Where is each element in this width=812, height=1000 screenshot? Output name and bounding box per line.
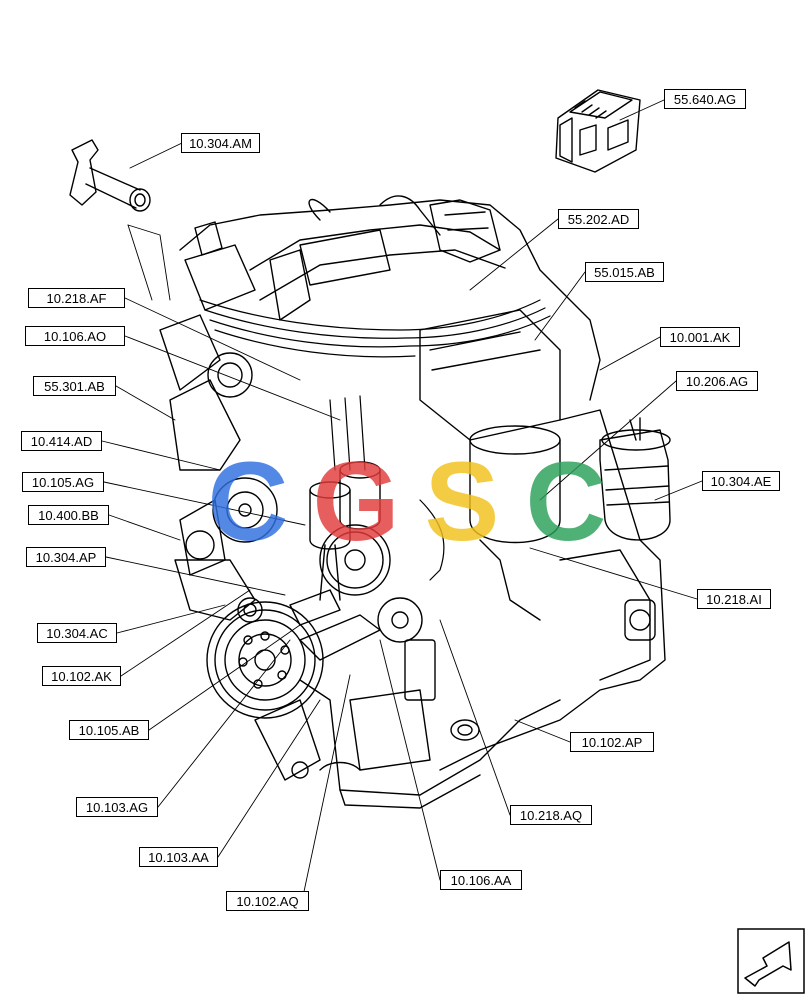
- callout-55301ab[interactable]: 55.301.AB: [33, 376, 116, 396]
- callout-10218ai[interactable]: 10.218.AI: [697, 589, 771, 609]
- callout-10206ag[interactable]: 10.206.AG: [676, 371, 758, 391]
- watermark-letter-g: G: [312, 439, 399, 564]
- callout-10414ad[interactable]: 10.414.AD: [21, 431, 102, 451]
- callout-10102aq[interactable]: 10.102.AQ: [226, 891, 309, 911]
- callout-10103ag[interactable]: 10.103.AG: [76, 797, 158, 817]
- watermark: C G S C: [208, 439, 607, 564]
- callout-55202ad[interactable]: 55.202.AD: [558, 209, 639, 229]
- callout-10102ak[interactable]: 10.102.AK: [42, 666, 121, 686]
- callout-10102ap[interactable]: 10.102.AP: [570, 732, 654, 752]
- leader-lines: [101, 99, 703, 902]
- callout-10400bb[interactable]: 10.400.BB: [28, 505, 109, 525]
- callout-10218af[interactable]: 10.218.AF: [28, 288, 125, 308]
- callout-10218aq[interactable]: 10.218.AQ: [510, 805, 592, 825]
- callout-10001ak[interactable]: 10.001.AK: [660, 327, 740, 347]
- callout-55640ag[interactable]: 55.640.AG: [664, 89, 746, 109]
- callout-10304ac[interactable]: 10.304.AC: [37, 623, 117, 643]
- next-page-arrow-icon[interactable]: [737, 928, 805, 994]
- watermark-letter-c2: C: [526, 439, 607, 564]
- callout-10304ap[interactable]: 10.304.AP: [26, 547, 106, 567]
- callout-55015ab[interactable]: 55.015.AB: [585, 262, 664, 282]
- callout-10103aa[interactable]: 10.103.AA: [139, 847, 218, 867]
- engine-block-illustration: [159, 195, 671, 809]
- watermark-letter-c1: C: [208, 439, 289, 564]
- callout-10304am[interactable]: 10.304.AM: [181, 133, 260, 153]
- ecu-module-illustration: [555, 89, 641, 173]
- callout-10106aa[interactable]: 10.106.AA: [440, 870, 522, 890]
- exhaust-pipe-illustration: [69, 139, 151, 212]
- callout-10105ag[interactable]: 10.105.AG: [22, 472, 104, 492]
- callout-10105ab[interactable]: 10.105.AB: [69, 720, 149, 740]
- callout-10304ae[interactable]: 10.304.AE: [702, 471, 780, 491]
- watermark-letter-s: S: [425, 439, 500, 564]
- callout-10106ao[interactable]: 10.106.AO: [25, 326, 125, 346]
